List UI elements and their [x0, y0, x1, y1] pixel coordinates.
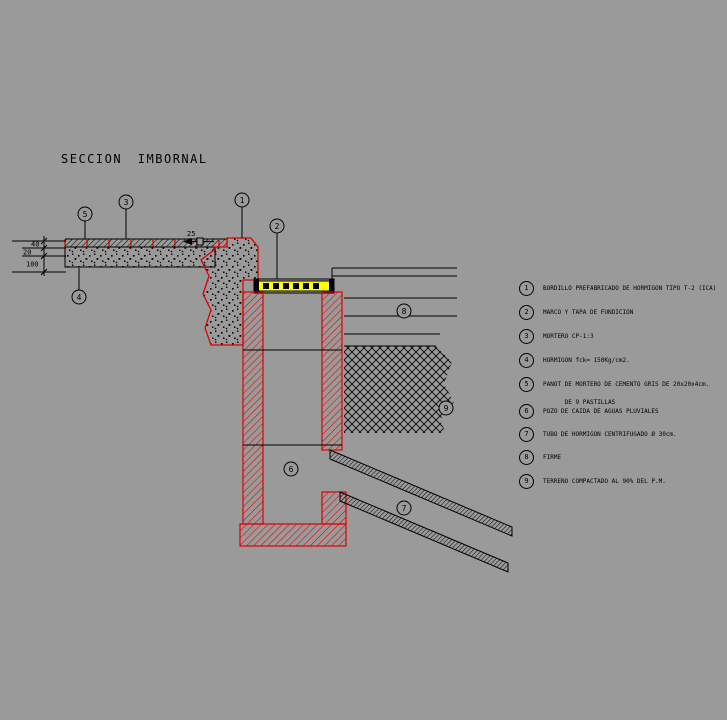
pozo-right-wall [321, 291, 343, 451]
svg-text:6: 6 [289, 465, 294, 474]
callout-2: 2 [269, 218, 285, 234]
callout-leaders [78, 207, 278, 290]
dim-100: 100 [26, 261, 39, 269]
legend-item-6: 6 POZO DE CAIDA DE AGUAS PLUVIALES [519, 404, 659, 419]
callout-5: 5 [77, 206, 93, 222]
pozo-left-wall [242, 291, 264, 525]
legend-item-1: 1 BORDILLO PREFABRICADO DE HORMIGON TIPO… [519, 281, 716, 296]
svg-text:1: 1 [240, 196, 245, 205]
callout-1: 1 [234, 192, 250, 208]
road-firme-layers [331, 267, 457, 347]
slope-annotation: 25 [183, 230, 214, 246]
grate-frame [253, 278, 335, 294]
pipe-walls [329, 449, 513, 573]
legend-label-7: TUBO DE HORMIGON CENTRIFUGADO Ø 30cm. [543, 431, 677, 438]
svg-text:7: 7 [402, 504, 407, 513]
legend-balloon-4: 4 [519, 353, 534, 368]
dimension-chain: 40 20 100 [12, 236, 66, 276]
legend-item-4: 4 HORMIGON fck= 150Kg/cm2. [519, 353, 630, 368]
pozo-walls [239, 291, 347, 547]
dim-40: 40 [31, 241, 39, 249]
svg-text:4: 4 [77, 293, 82, 302]
legend-balloon-3: 3 [519, 329, 534, 344]
legend-balloon-7: 7 [519, 427, 534, 442]
legend-item-9: 9 TERRENO COMPACTADO AL 90% DEL P.M. [519, 474, 666, 489]
legend-balloon-9: 9 [519, 474, 534, 489]
legend-label-3: MORTERO CP-1:3 [543, 333, 594, 340]
legend-item-2: 2 MARCO Y TAPA DE FUNDICION [519, 305, 633, 320]
legend-item-5: 5 PANOT DE MORTERO DE CEMENTO GRIS DE 20… [519, 377, 709, 407]
svg-text:2: 2 [275, 222, 280, 231]
dim-20: 20 [23, 249, 31, 257]
legend-item-8: 8 FIRME [519, 450, 561, 465]
svg-text:9: 9 [444, 404, 449, 413]
svg-text:8: 8 [402, 307, 407, 316]
callout-balloons: 5 3 1 2 4 8 9 [71, 192, 454, 516]
legend-label-6: POZO DE CAIDA DE AGUAS PLUVIALES [543, 408, 659, 415]
legend-label-5-line1: PANOT DE MORTERO DE CEMENTO GRIS DE 20x2… [543, 381, 710, 388]
callout-3: 3 [118, 194, 134, 210]
pozo-bottom-slab [239, 523, 347, 547]
callout-6: 6 [283, 461, 299, 477]
legend-label-1: BORDILLO PREFABRICADO DE HORMIGON TIPO T… [543, 285, 717, 292]
legend-balloon-1: 1 [519, 281, 534, 296]
legend-label-9: TERRENO COMPACTADO AL 90% DEL P.M. [543, 478, 666, 485]
legend-item-3: 3 MORTERO CP-1:3 [519, 329, 594, 344]
slope-label: 25 [187, 230, 195, 238]
sidewalk-concrete-base [64, 246, 216, 268]
legend-balloon-2: 2 [519, 305, 534, 320]
legend-label-4: HORMIGON fck= 150Kg/cm2. [543, 357, 630, 364]
callout-4: 4 [71, 289, 87, 305]
legend-label-2: MARCO Y TAPA DE FUNDICION [543, 309, 634, 316]
callout-9: 9 [438, 400, 454, 416]
callout-8: 8 [396, 303, 412, 319]
svg-text:5: 5 [83, 210, 88, 219]
compacted-earth-hatch [344, 346, 454, 433]
drawing-title: SECCION IMBORNAL [61, 152, 208, 166]
legend: 1 BORDILLO PREFABRICADO DE HORMIGON TIPO… [519, 0, 727, 720]
legend-label-5-line2: DE 9 PASTILLAS [564, 399, 616, 406]
callout-7: 7 [396, 500, 412, 516]
legend-balloon-8: 8 [519, 450, 534, 465]
legend-label-8: FIRME [543, 454, 562, 461]
legend-balloon-6: 6 [519, 404, 534, 419]
sidewalk-panot-band [64, 238, 228, 248]
slope-arrow-icon [183, 238, 192, 245]
curb-and-bed [200, 237, 259, 346]
svg-text:3: 3 [124, 198, 129, 207]
legend-label-5: PANOT DE MORTERO DE CEMENTO GRIS DE 20x2… [543, 377, 709, 407]
legend-balloon-5: 5 [519, 377, 534, 392]
legend-item-7: 7 TUBO DE HORMIGON CENTRIFUGADO Ø 30cm. [519, 427, 677, 442]
